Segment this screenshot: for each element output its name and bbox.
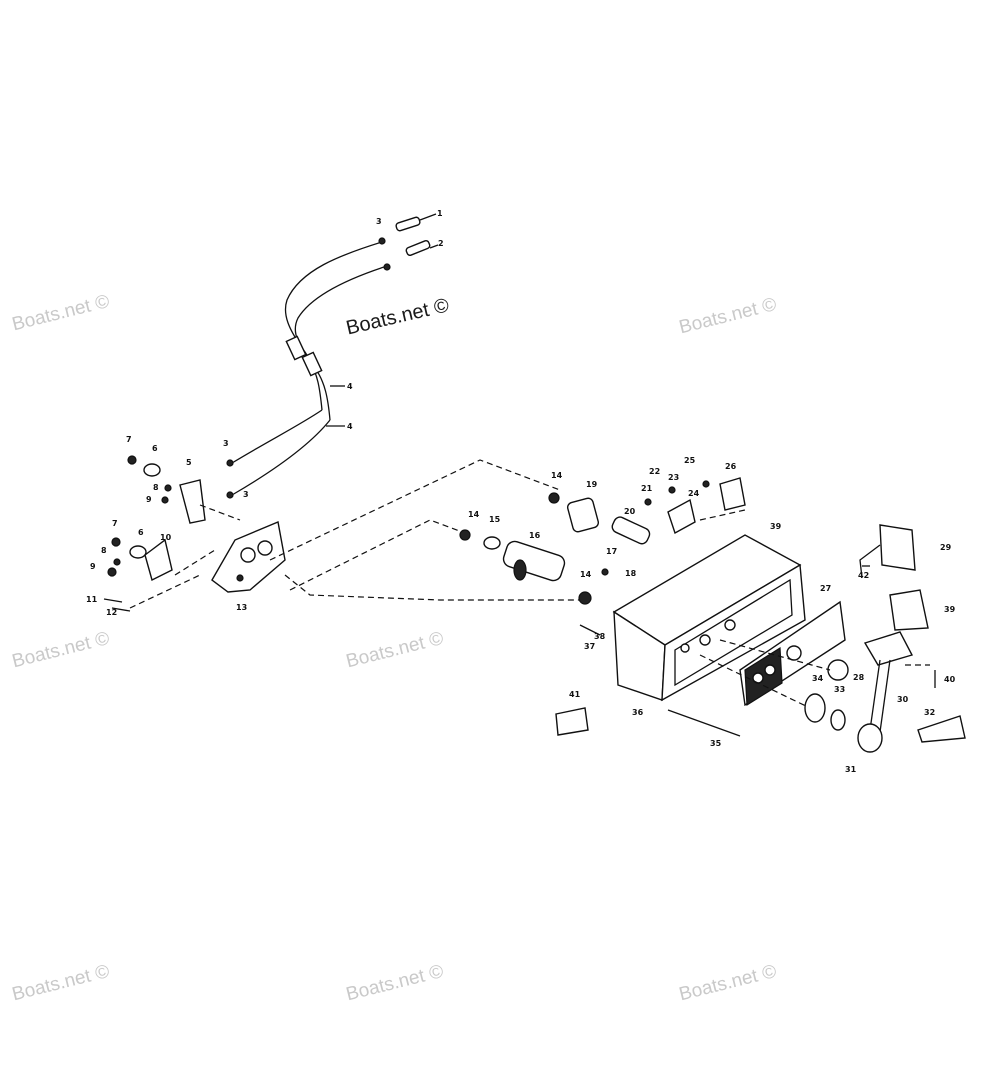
bracket-assembly xyxy=(103,455,286,612)
part-label: 8 xyxy=(101,546,107,555)
part-label: 42 xyxy=(858,571,869,580)
part-label: 1 xyxy=(437,209,443,218)
part-label: 14 xyxy=(580,570,592,579)
part-label: 37 xyxy=(584,642,595,651)
part-label: 3 xyxy=(376,217,382,226)
handle-assembly xyxy=(555,524,966,753)
part-label: 9 xyxy=(90,562,96,571)
part-label: 31 xyxy=(845,765,857,774)
control-cables xyxy=(226,213,439,499)
part-label: 22 xyxy=(649,467,660,476)
part-label: 20 xyxy=(624,507,636,516)
part-label: 15 xyxy=(489,515,501,524)
part-label: 7 xyxy=(126,435,132,444)
part-label: 38 xyxy=(594,632,606,641)
part-label: 11 xyxy=(86,595,98,604)
part-label: 9 xyxy=(146,495,152,504)
linkage-lines xyxy=(269,459,590,601)
part-labels: 1 2 3 3 3 4 4 5 6 6 7 7 8 8 9 9 10 11 12… xyxy=(86,209,956,774)
part-label: 28 xyxy=(853,673,865,682)
part-label: 6 xyxy=(152,444,158,453)
part-label: 3 xyxy=(223,439,229,448)
part-label: 3 xyxy=(243,490,249,499)
part-label: 21 xyxy=(641,484,653,493)
part-label: 14 xyxy=(551,471,563,480)
part-label: 24 xyxy=(688,489,700,498)
part-label: 29 xyxy=(940,543,952,552)
part-label: 34 xyxy=(812,674,824,683)
part-label: 2 xyxy=(438,239,444,248)
part-label: 10 xyxy=(160,533,172,542)
part-label: 13 xyxy=(236,603,247,612)
part-label: 4 xyxy=(347,382,353,391)
part-label: 8 xyxy=(153,483,159,492)
part-label: 18 xyxy=(625,569,637,578)
part-label: 39 xyxy=(944,605,956,614)
part-label: 27 xyxy=(820,584,831,593)
part-label: 6 xyxy=(138,528,144,537)
part-label: 40 xyxy=(944,675,956,684)
part-label: 35 xyxy=(710,739,722,748)
part-label: 23 xyxy=(668,473,679,482)
part-label: 17 xyxy=(606,547,617,556)
part-label: 36 xyxy=(632,708,644,717)
part-label: 33 xyxy=(834,685,845,694)
control-box xyxy=(579,534,849,737)
part-label: 5 xyxy=(186,458,192,467)
part-label: 30 xyxy=(897,695,909,704)
part-label: 25 xyxy=(684,456,696,465)
part-label: 41 xyxy=(569,690,581,699)
part-label: 14 xyxy=(468,510,480,519)
part-label: 12 xyxy=(106,608,117,617)
part-label: 7 xyxy=(112,519,118,528)
part-label: 19 xyxy=(586,480,598,489)
part-label: 26 xyxy=(725,462,737,471)
part-label: 32 xyxy=(924,708,935,717)
part-label: 39 xyxy=(770,522,782,531)
part-label: 4 xyxy=(347,422,353,431)
part-label: 16 xyxy=(529,531,541,540)
shaft-parts xyxy=(459,477,746,605)
